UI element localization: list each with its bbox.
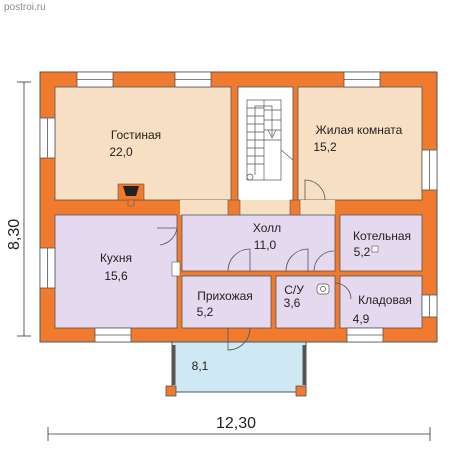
room-hall bbox=[181, 214, 336, 272]
porch-post bbox=[165, 385, 177, 397]
room-label-storage: Кладовая bbox=[358, 293, 412, 307]
wall-stub bbox=[227, 199, 241, 216]
toilet-icon bbox=[316, 283, 330, 295]
fireplace bbox=[117, 183, 145, 207]
dimension-height: 8,30 bbox=[6, 219, 23, 250]
room-area-hall: 11,0 bbox=[254, 238, 277, 252]
windows-left bbox=[39, 117, 56, 289]
wall-stub bbox=[289, 199, 301, 216]
room-area-storage: 4,9 bbox=[353, 312, 370, 326]
room-label-bathroom: С/У bbox=[284, 283, 304, 297]
room-label-bedroom: Жилая комната bbox=[316, 123, 403, 137]
room-label-kitchen: Кухня bbox=[100, 251, 132, 265]
porch-post bbox=[295, 385, 307, 397]
kitchen-passage bbox=[171, 261, 181, 277]
room-label-entrance: Прихожая bbox=[197, 289, 253, 303]
room-bedroom bbox=[297, 86, 423, 201]
utility-fixture bbox=[371, 245, 379, 253]
room-area-entrance: 5,2 bbox=[197, 305, 214, 319]
room-label-living: Гостиная bbox=[111, 128, 161, 142]
windows-top bbox=[76, 71, 381, 88]
room-storage bbox=[339, 275, 423, 329]
room-entrance bbox=[181, 275, 272, 329]
stairs bbox=[246, 99, 294, 181]
windows-bottom bbox=[94, 327, 384, 343]
dimension-line-height bbox=[17, 81, 31, 337]
room-boiler bbox=[339, 214, 423, 272]
room-area-boiler: 5,2 bbox=[354, 245, 371, 259]
room-area-living: 22,0 bbox=[109, 145, 133, 159]
dimension-width: 12,30 bbox=[216, 415, 256, 432]
room-area-bathroom: 3,6 bbox=[284, 296, 301, 310]
room-label-hall: Холл bbox=[253, 221, 281, 235]
room-area-porch: 8,1 bbox=[192, 359, 209, 373]
windows-right bbox=[421, 149, 438, 318]
room-label-boiler: Котельная bbox=[353, 229, 411, 243]
room-area-kitchen: 15,6 bbox=[104, 269, 128, 283]
doors bbox=[157, 179, 352, 351]
hall-opening bbox=[180, 200, 335, 215]
watermark: postroi.ru bbox=[4, 2, 46, 13]
room-area-bedroom: 15,2 bbox=[313, 140, 337, 154]
room-living bbox=[54, 86, 232, 201]
dimension-line-width bbox=[47, 427, 431, 441]
